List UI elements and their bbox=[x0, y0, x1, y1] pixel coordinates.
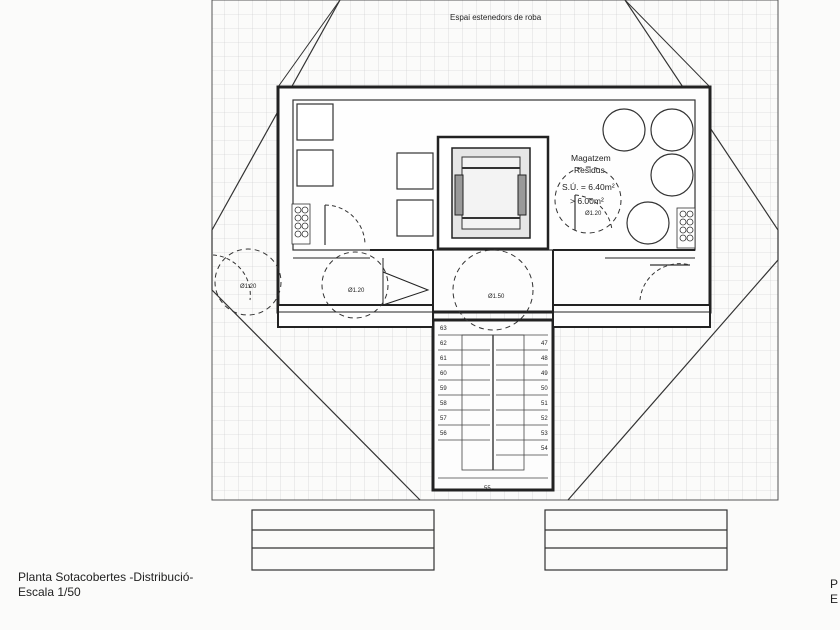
meter-grid-left bbox=[291, 203, 311, 245]
caption-right-title: P bbox=[830, 577, 839, 591]
step-number: 54 bbox=[541, 446, 548, 452]
step-number: 52 bbox=[541, 416, 548, 422]
waste-bins bbox=[602, 108, 694, 245]
step-number: 59 bbox=[440, 386, 447, 392]
step-number: 57 bbox=[440, 416, 447, 422]
turning-circle-label-2: Ø1.20 bbox=[348, 288, 365, 294]
storage-label: Magatzem Residus S.Ú. = 6.40m² > 6.00m² … bbox=[562, 153, 615, 217]
door-swings bbox=[212, 194, 691, 301]
drawing-caption: Planta Sotacobertes -Distribució- Escala… bbox=[18, 570, 193, 600]
caption-scale: Escala 1/50 bbox=[18, 585, 81, 599]
step-number: 47 bbox=[541, 341, 548, 347]
meter-grid-right bbox=[676, 207, 696, 249]
turning-circles bbox=[214, 166, 622, 331]
step-number: 56 bbox=[440, 431, 447, 437]
turning-circle-label-3: Ø1.50 bbox=[488, 294, 505, 300]
step-number: 60 bbox=[440, 371, 447, 377]
stair-treads bbox=[438, 334, 548, 479]
storage-title-1: Magatzem bbox=[571, 153, 611, 163]
stair-numbers-right: 47 48 49 50 51 52 53 54 bbox=[541, 341, 548, 452]
door-leaves bbox=[324, 195, 690, 266]
step-number: 51 bbox=[541, 401, 548, 407]
turning-circle-label-1: Ø1.20 bbox=[240, 284, 257, 290]
caption-title: Planta Sotacobertes -Distribució- bbox=[18, 570, 194, 584]
step-number: 61 bbox=[440, 356, 447, 362]
interior-partitions bbox=[293, 249, 695, 320]
drawing-caption-right: P E bbox=[830, 577, 838, 607]
step-number: 62 bbox=[440, 341, 447, 347]
storage-area-1: S.Ú. = 6.40m² bbox=[562, 182, 615, 192]
storage-boxes bbox=[296, 103, 434, 237]
caption-right-scale: E bbox=[830, 592, 839, 606]
stair-numbers-left: 63 62 61 60 59 58 57 56 bbox=[440, 326, 447, 437]
step-number: 50 bbox=[541, 386, 548, 392]
lift-shaft bbox=[436, 135, 550, 251]
step-number: 58 bbox=[440, 401, 447, 407]
step-number: 53 bbox=[541, 431, 548, 437]
storage-diameter: Ø1.20 bbox=[585, 211, 602, 217]
drying-area-label: Espai estenedors de roba bbox=[450, 13, 542, 22]
step-number-bottom: 55 bbox=[484, 486, 491, 492]
step-number: 49 bbox=[541, 371, 548, 377]
storage-area-2: > 6.00m² bbox=[570, 196, 604, 206]
storage-title-2: Residus bbox=[574, 165, 605, 175]
step-number: 63 bbox=[440, 326, 447, 332]
terraces bbox=[251, 509, 728, 571]
step-number: 48 bbox=[541, 356, 548, 362]
roof-hip-lines bbox=[211, 0, 421, 501]
